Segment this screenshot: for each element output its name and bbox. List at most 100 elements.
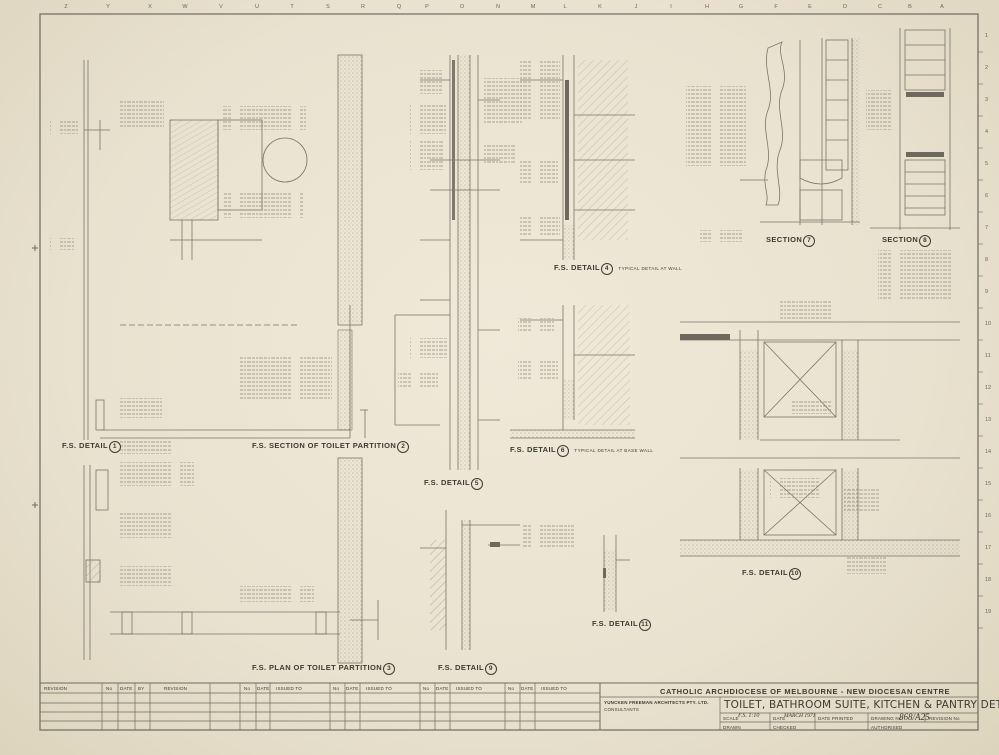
detail-label-text: F.S. DETAIL [742, 568, 788, 577]
wall-stipple [842, 350, 858, 440]
detail-number: 7 [803, 235, 816, 247]
row-number: 9 [985, 289, 989, 295]
date-printed-label: DATE PRINTED [818, 716, 854, 721]
detail-label-text: F.S. DETAIL [438, 663, 484, 672]
column-letter: Y [106, 4, 110, 10]
detail-number: 5 [470, 478, 483, 490]
row-number: 18 [985, 577, 992, 583]
drawing-no-label: DRAWING No [871, 716, 902, 721]
column-letter: R [361, 4, 365, 10]
consultants-header: CONSULTANTS [604, 707, 640, 712]
issue-col-issued-to: ISSUED TO [456, 686, 482, 691]
row-number: 8 [985, 257, 989, 263]
column-letter: V [219, 4, 223, 10]
issue-col-no: No [244, 686, 251, 691]
row-number: 17 [985, 545, 992, 551]
wall-stipple [462, 520, 470, 650]
column-letter: C [878, 4, 882, 10]
detail-10-linework [680, 321, 960, 557]
sheet-border [32, 13, 983, 731]
section-7-linework [740, 38, 860, 225]
drawing-no-value: 868/A25 [899, 712, 930, 722]
column-letter: Z [64, 4, 68, 10]
column-letter: T [290, 4, 294, 10]
issue-col-no: No [508, 686, 515, 691]
wall-hatch [430, 540, 446, 630]
row-number: 1 [985, 33, 989, 39]
drawing-title: TOILET, BATHROOM SUITE, KITCHEN & PANTRY… [724, 699, 999, 711]
wall-stipple [458, 55, 470, 470]
annotation-notes [50, 60, 958, 602]
scale-label: SCALE [723, 716, 739, 721]
column-letter: G [738, 4, 744, 10]
detail-note: TYPICAL DETAIL AT WALL [618, 266, 682, 271]
column-letter: A [940, 4, 944, 10]
detail-label-text: F.S. SECTION OF TOILET PARTITION [252, 441, 397, 450]
issue-col-issued-to: ISSUED TO [366, 686, 392, 691]
section-8-linework [870, 28, 960, 230]
wall-stipple [337, 329, 353, 431]
date-value: MARCH 1971 [784, 713, 816, 719]
wall-stipple [740, 470, 758, 540]
wall-dark [603, 568, 606, 578]
revision-no-label: REVISION No [929, 716, 960, 721]
row-number: 11 [985, 353, 991, 359]
wall-dark [565, 80, 569, 220]
detail-label-text: F.S. DETAIL [62, 441, 108, 450]
wall-hatch [578, 60, 628, 240]
column-ruler: Z Y X W V U T S R Q P O N M L K J I H G … [0, 4, 999, 12]
column-letter: L [563, 4, 567, 10]
project-name: CATHOLIC ARCHDIOCESE OF MELBOURNE - NEW … [660, 687, 951, 696]
revision-col-date: DATE [120, 686, 133, 691]
row-number: 5 [985, 161, 989, 167]
wall-stipple [852, 38, 860, 225]
detail-note: TYPICAL DETAIL AT BASE WALL [574, 448, 654, 453]
detail-label-text: F.S. DETAIL [554, 263, 600, 272]
issue-col-no: No [333, 686, 340, 691]
detail-number: 9 [484, 663, 497, 675]
wall-stipple [337, 54, 363, 326]
wall-stipple [604, 550, 616, 610]
row-number: 7 [985, 225, 989, 231]
column-letter: I [670, 4, 672, 10]
detail-number: 8 [919, 235, 932, 247]
wall-stipple [337, 457, 363, 664]
wall-dark [906, 92, 944, 97]
architect-name: YUNCKEN FREEMAN ARCHITECTS PTY. LTD. [604, 700, 709, 705]
detail-number: 2 [397, 441, 410, 453]
detail-number: 6 [556, 445, 569, 457]
wall-dark [490, 542, 500, 547]
row-number: 6 [985, 193, 989, 199]
row-number: 12 [985, 385, 992, 391]
row-number: 15 [985, 481, 992, 487]
wall-dark [680, 334, 730, 340]
column-letter: Q [396, 4, 402, 10]
row-number: 10 [985, 321, 992, 327]
column-letter: D [843, 4, 847, 10]
detail-number: 10 [788, 568, 801, 580]
detail-label-text: SECTION [882, 235, 919, 244]
column-letter: S [326, 4, 330, 10]
revision-col-revision: REVISION [164, 686, 188, 691]
wall-stipple [563, 380, 574, 420]
wall-hatch [578, 305, 630, 425]
date-label: DATE [773, 716, 786, 721]
row-number: 16 [985, 513, 992, 519]
detail-number: 1 [108, 441, 121, 453]
issue-col-date: DATE [436, 686, 449, 691]
column-letter: F [774, 4, 778, 10]
checked-label: CHECKED [773, 725, 797, 730]
column-letter: K [598, 4, 602, 10]
issue-col-issued-to: ISSUED TO [541, 686, 567, 691]
